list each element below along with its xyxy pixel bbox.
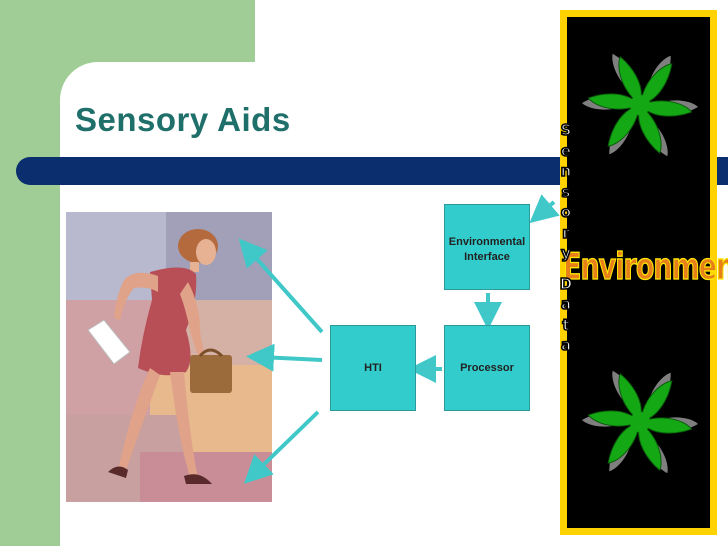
environmental-interface-label: Environmental Interface [448, 236, 526, 263]
hti-box: HTI [330, 325, 416, 411]
environmental-interface-box: Environmental Interface [444, 204, 530, 290]
sensory-letter: e [560, 141, 572, 161]
arrow-hti-to-feet [243, 410, 320, 484]
hti-label: HTI [364, 362, 382, 374]
arrow-data-to-interface [529, 194, 560, 224]
sensory-letter: y [560, 243, 571, 263]
sensory-letter: o [560, 202, 572, 222]
environment-label: Environment [563, 246, 728, 289]
data-letter: a [560, 294, 572, 314]
sensory-letter: n [560, 161, 572, 181]
data-letter: D [559, 274, 573, 294]
arrow-hti-to-head [238, 238, 324, 334]
data-letter: a [560, 335, 572, 355]
data-letter: t [562, 315, 571, 335]
sensory-letter: s [561, 182, 572, 202]
sensory-letter: S [560, 120, 572, 140]
arrow-hti-to-body [246, 343, 323, 372]
woman-figure [87, 229, 232, 484]
flower-top-icon [582, 53, 698, 157]
sensory-data-vertical-label: S e n s o r y D a t a [559, 120, 573, 356]
processor-label: Processor [460, 362, 514, 374]
processor-box: Processor [444, 325, 530, 411]
flower-bottom-icon [582, 370, 698, 474]
slide-title: Sensory Aids [75, 101, 291, 138]
sensory-letter: r [561, 223, 570, 243]
